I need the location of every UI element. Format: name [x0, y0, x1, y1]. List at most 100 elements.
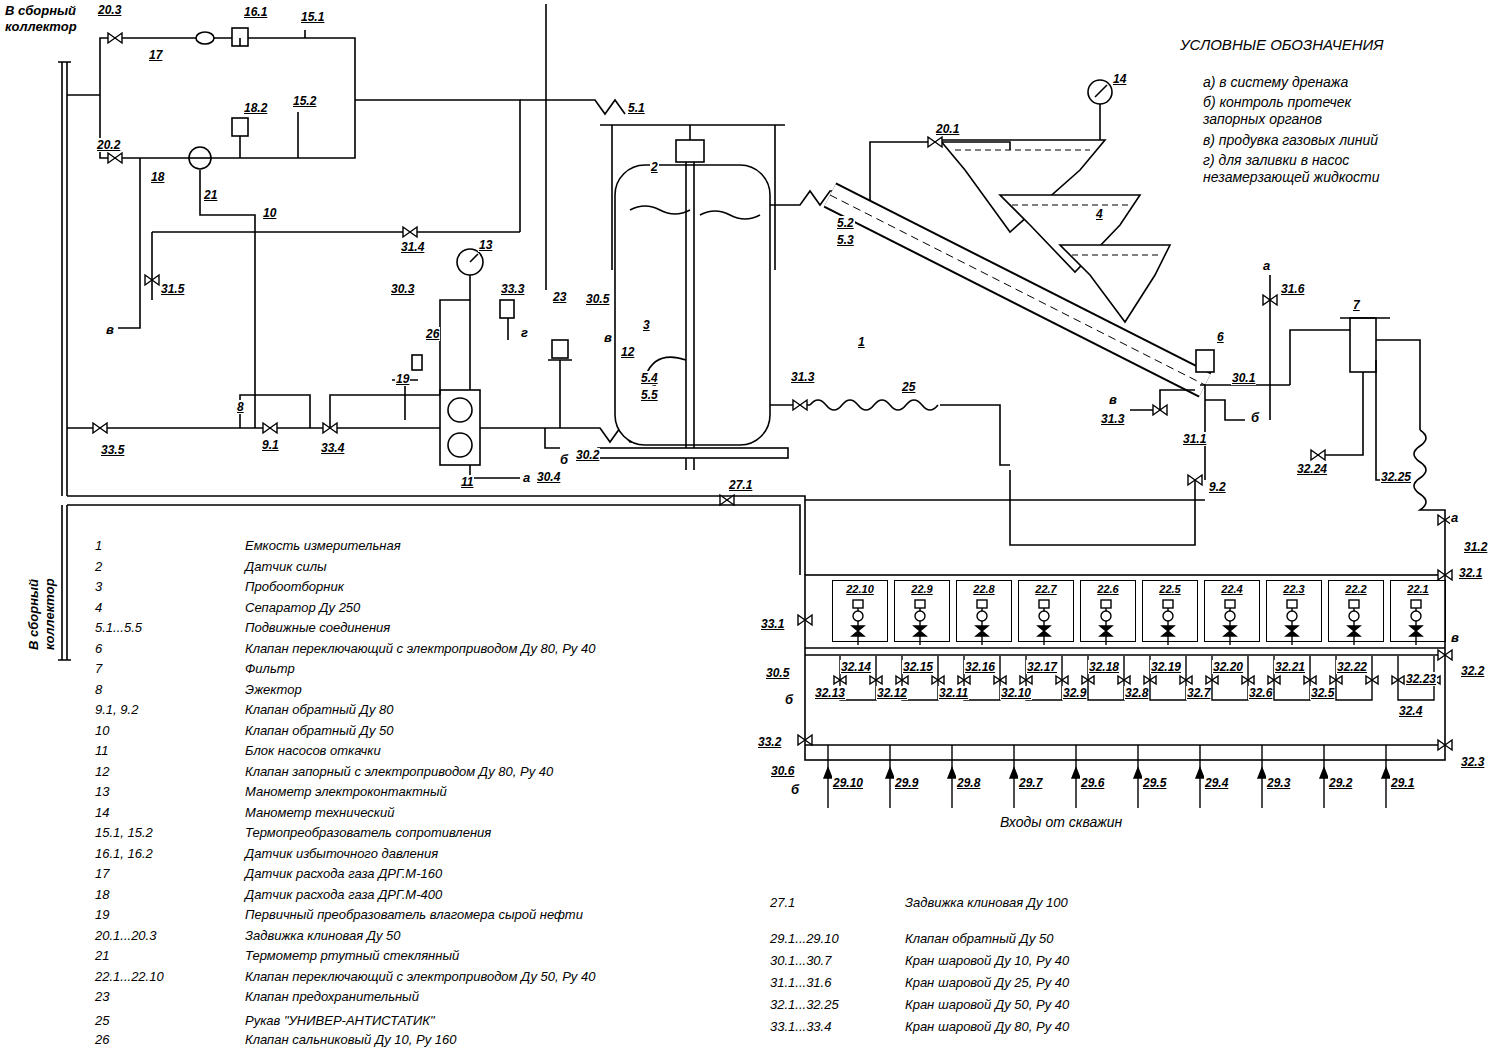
callout-number: 5.4 [640, 371, 659, 385]
parts-list-cell: 3 [95, 579, 102, 595]
callout-number: 22.2 [1329, 583, 1383, 595]
valve-box: 22.2 [1328, 580, 1384, 642]
valve-box: 22.8 [956, 580, 1012, 642]
callout-number: 22.6 [1081, 583, 1135, 595]
callout-number: 18 [150, 170, 165, 184]
callout-number: 22.7 [1019, 583, 1073, 595]
parts-list-cell: 4 [95, 600, 102, 616]
callout-number: 32.5 [1310, 686, 1335, 700]
parts-list-cell: Пробоотборник [245, 579, 344, 595]
callout-number: 32.2 [1460, 664, 1485, 678]
note-text: а) в систему дренажа [1203, 74, 1348, 91]
callout-number: 5.5 [640, 388, 659, 402]
parts-list-cell: Клапан обратный Ду 80 [245, 702, 394, 718]
callout-number: 31.2 [1463, 540, 1488, 554]
callout-number: 29.1 [1390, 776, 1415, 790]
callout-number: 31.6 [1280, 282, 1305, 296]
callout-number: 33.2 [757, 735, 782, 749]
callout-number: 29.7 [1018, 776, 1043, 790]
callout-number: 25 [901, 380, 916, 394]
valve-box: 22.4 [1204, 580, 1260, 642]
parts-list-cell: Кран шаровой Ду 50, Ру 40 [905, 997, 1069, 1013]
parts-list-cell: 8 [95, 682, 102, 698]
callout-letter: б [1250, 410, 1260, 426]
callout-number: 30.1 [1231, 371, 1256, 385]
note-text: Входы от скважин [1000, 814, 1122, 831]
parts-list-cell: Кран шаровой Ду 25, Ру 40 [905, 975, 1069, 991]
callout-number: 29.9 [894, 776, 919, 790]
parts-list-cell: Манометр технический [245, 805, 394, 821]
callout-number: 29.2 [1328, 776, 1353, 790]
parts-list-cell: Клапан предохранительный [245, 989, 419, 1005]
parts-list-cell: Емкость измерительная [245, 538, 401, 554]
parts-list-cell: 5.1...5.5 [95, 620, 142, 636]
parts-list-cell: Термопреобразователь сопротивления [245, 825, 491, 841]
parts-list-cell: 12 [95, 764, 109, 780]
callout-number: 22.1 [1391, 583, 1445, 595]
valve-box: 22.9 [894, 580, 950, 642]
callout-number: 30.2 [575, 448, 600, 462]
parts-list-cell: Манометр электроконтактный [245, 784, 447, 800]
callout-number: 5.3 [836, 233, 855, 247]
note-text: г) для заливки в насос незамерзающей жид… [1203, 152, 1403, 186]
callout-number: 32.17 [1026, 660, 1058, 674]
callout-number: 8 [236, 400, 245, 414]
callout-number: 32.24 [1296, 462, 1328, 476]
legend-heading: УСЛОВНЫЕ ОБОЗНАЧЕНИЯ [1180, 36, 1384, 54]
callout-number: 32.22 [1336, 660, 1368, 674]
callout-number: 29.8 [956, 776, 981, 790]
callout-number: 31.5 [160, 282, 185, 296]
callout-number: 20.1 [935, 122, 960, 136]
callout-number: 32.3 [1460, 755, 1485, 769]
callout-number: 9.2 [1208, 480, 1227, 494]
callout-letter: б [790, 782, 800, 798]
callout-letter: б [784, 692, 794, 708]
valve-box: 22.3 [1266, 580, 1322, 642]
callout-letter: а [1450, 510, 1459, 526]
callout-number: 2 [650, 160, 659, 174]
parts-list-cell: Клапан сальниковый Ду 10, Ру 160 [245, 1032, 457, 1048]
parts-list-cell: Эжектор [245, 682, 302, 698]
callout-letter: г [520, 325, 529, 341]
parts-list-cell: Термометр ртутный стеклянный [245, 948, 459, 964]
callout-number: 32.14 [840, 660, 872, 674]
callout-number: 31.4 [400, 240, 425, 254]
callout-number: 31.3 [1100, 412, 1125, 426]
parts-list-cell: 7 [95, 661, 102, 677]
collector-label: В сборный коллектор [26, 570, 57, 650]
parts-list-cell: 26 [95, 1032, 109, 1048]
callout-number: 32.12 [876, 686, 908, 700]
callout-number: 14 [1112, 72, 1127, 86]
callout-number: 32.9 [1062, 686, 1087, 700]
callout-letter: а [522, 470, 531, 486]
callout-number: 15.1 [300, 10, 325, 24]
note-text: в) продувка газовых линий [1203, 132, 1378, 149]
valve-box: 22.5 [1142, 580, 1198, 642]
parts-list-cell: Клапан переключающий с электроприводом Д… [245, 641, 595, 657]
valve-box: 22.7 [1018, 580, 1074, 642]
parts-list-cell: 14 [95, 805, 109, 821]
callout-number: 22.10 [833, 583, 887, 595]
callout-number: 32.7 [1186, 686, 1211, 700]
callout-number: 7 [1352, 298, 1361, 312]
parts-list-cell: Блок насосов откачки [245, 743, 381, 759]
callout-number: 32.1 [1458, 566, 1483, 580]
parts-list-cell: 30.1...30.7 [770, 953, 831, 969]
parts-list-cell: Задвижка клиновая Ду 100 [905, 895, 1068, 911]
callout-number: 3 [642, 318, 651, 332]
parts-list-cell: 23 [95, 989, 109, 1005]
parts-list-cell: 6 [95, 641, 102, 657]
callout-number: 32.10 [1000, 686, 1032, 700]
parts-list-cell: 1 [95, 538, 102, 554]
parts-list-cell: Датчик избыточного давления [245, 846, 438, 862]
callout-number: 19 [395, 372, 410, 386]
callout-number: 13 [478, 238, 493, 252]
callout-number: 18.2 [243, 101, 268, 115]
callout-number: 32.23 [1405, 672, 1437, 686]
parts-list-cell: Клапан запорный с электроприводом Ду 80,… [245, 764, 553, 780]
callout-number: 6 [1216, 330, 1225, 344]
parts-list-cell: 29.1...29.10 [770, 931, 839, 947]
parts-list-cell: Клапан обратный Ду 50 [245, 723, 394, 739]
note-text: б) контроль протечек запорных органов [1203, 94, 1393, 128]
